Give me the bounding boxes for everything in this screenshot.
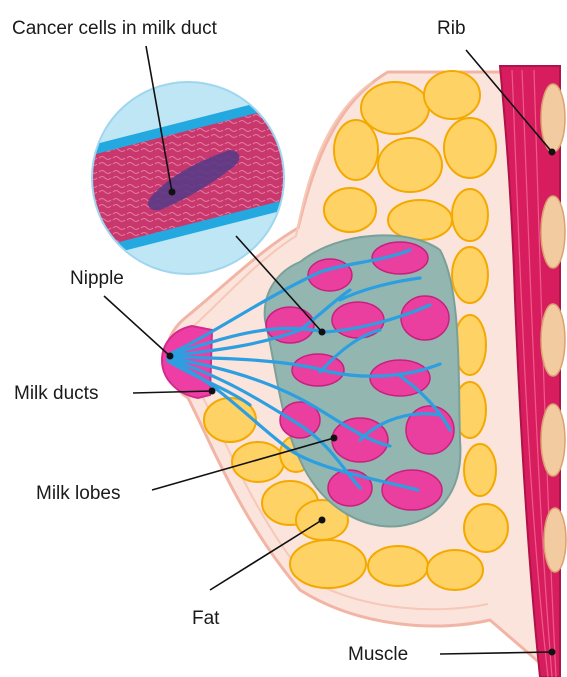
label-nipple: Nipple [70, 268, 124, 289]
label-milk-ducts: Milk ducts [14, 383, 98, 404]
label-milk-lobes: Milk lobes [36, 483, 120, 504]
cancer-inset [80, 82, 300, 274]
label-rib: Rib [437, 18, 466, 39]
label-fat: Fat [192, 608, 220, 629]
label-cancer-cells: Cancer cells in milk duct [12, 18, 218, 39]
label-muscle: Muscle [348, 644, 408, 665]
